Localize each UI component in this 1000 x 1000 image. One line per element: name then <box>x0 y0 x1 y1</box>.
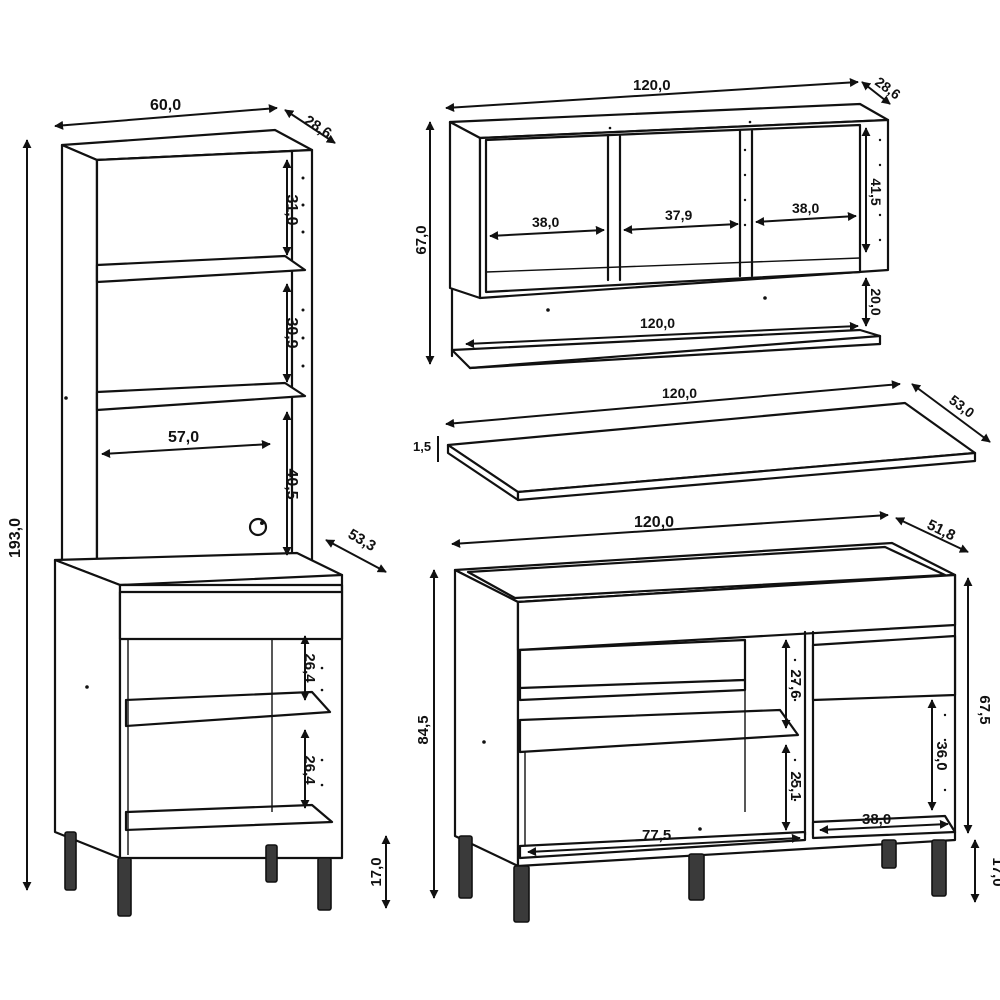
base-right-width-label: 38,0 <box>862 811 891 828</box>
tall-leg <box>117 857 132 917</box>
countertop-dimensions <box>437 380 991 462</box>
tall-shelf-1 <box>95 254 307 284</box>
base-shelf <box>518 708 800 754</box>
wall-dimensions <box>425 78 891 365</box>
tall-niche-width-label: 57,0 <box>168 429 199 446</box>
wall-shelf-width-label: 120,0 <box>640 315 675 331</box>
base-leg-height-label: 17,0 <box>989 857 1000 886</box>
tall-leg <box>265 844 278 883</box>
tall-leg <box>317 857 332 911</box>
tall-height-label: 193,0 <box>7 518 24 558</box>
wall-back <box>484 123 862 294</box>
base-front-drawer <box>516 573 957 652</box>
countertop-depth-label: 53,0 <box>946 392 978 421</box>
base-leg <box>881 839 897 869</box>
base-leg <box>513 865 530 923</box>
tall-dimensions <box>22 104 391 909</box>
wall-shelf-gap-label: 20,0 <box>868 288 884 315</box>
wall-width-label: 120,0 <box>633 77 671 94</box>
tall-hutch-left-side <box>60 143 99 564</box>
countertop-thickness-label: 1,5 <box>413 439 431 454</box>
tall-base-left-side <box>53 558 122 860</box>
base-body-height-label: 67,5 <box>976 695 993 724</box>
base-height-label: 84,5 <box>415 715 432 744</box>
base-leg <box>458 835 473 899</box>
base-leg <box>688 853 705 901</box>
wall-height-label: 67,0 <box>413 225 430 254</box>
base-right-gap-label: 36,0 <box>933 741 950 770</box>
base-labels: 120,0 51,8 84,5 67,5 27,6 25,1 36,0 77,5… <box>415 514 1000 887</box>
tall-leg-height-label: 17,0 <box>368 857 385 886</box>
base-gap-lower-label: 25,1 <box>787 771 804 800</box>
tall-lower-gap-1-label: 26,4 <box>301 653 318 683</box>
base-pin-holes <box>482 658 947 831</box>
wall-niche-2-label: 37,9 <box>665 207 692 223</box>
countertop-width-label: 120,0 <box>662 385 697 401</box>
tall-shelf-gap-1-label: 31,0 <box>283 194 300 225</box>
tall-niche-height-label: 40,5 <box>283 468 300 499</box>
tall-depth-label: 28,6 <box>301 112 335 142</box>
tall-width-label: 60,0 <box>150 97 181 114</box>
wall-niche-height-label: 41,5 <box>868 178 884 205</box>
countertop-front-edge <box>516 451 977 502</box>
wall-niche-3-label: 38,0 <box>792 200 819 216</box>
tall-labels: 60,0 28,6 193,0 31,0 30,9 57,0 40,5 53,3… <box>7 97 385 887</box>
wall-left-side <box>448 120 482 300</box>
tall-shelf-2 <box>95 381 307 412</box>
tall-unit <box>53 128 344 917</box>
wall-depth-label: 28,6 <box>872 73 904 102</box>
tall-base-depth-label: 53,3 <box>345 526 379 555</box>
base-left-width-label: 77,5 <box>642 827 671 844</box>
tall-drawer <box>118 590 344 641</box>
base-left-side <box>453 568 520 868</box>
tall-shelf-gap-2-label: 30,9 <box>283 317 300 348</box>
base-width-label: 120,0 <box>634 514 674 531</box>
tall-pin-holes <box>64 176 305 400</box>
wall-pin-holes <box>546 120 882 312</box>
tall-lower-shelf-1 <box>124 690 332 728</box>
tall-lower-shelf-2 <box>124 803 334 832</box>
wall-niche-1-label: 38,0 <box>532 214 559 230</box>
base-gap-upper-label: 27,6 <box>787 669 804 698</box>
base-right-drawer <box>811 634 957 702</box>
base-leg <box>931 839 947 897</box>
tall-hutch-back-panel <box>95 149 294 564</box>
tall-leg <box>64 831 77 891</box>
outlet-icon <box>248 517 268 537</box>
base-dimensions <box>429 511 980 903</box>
base-unit <box>453 541 957 923</box>
tall-lower-gap-2-label: 26,4 <box>301 755 318 785</box>
